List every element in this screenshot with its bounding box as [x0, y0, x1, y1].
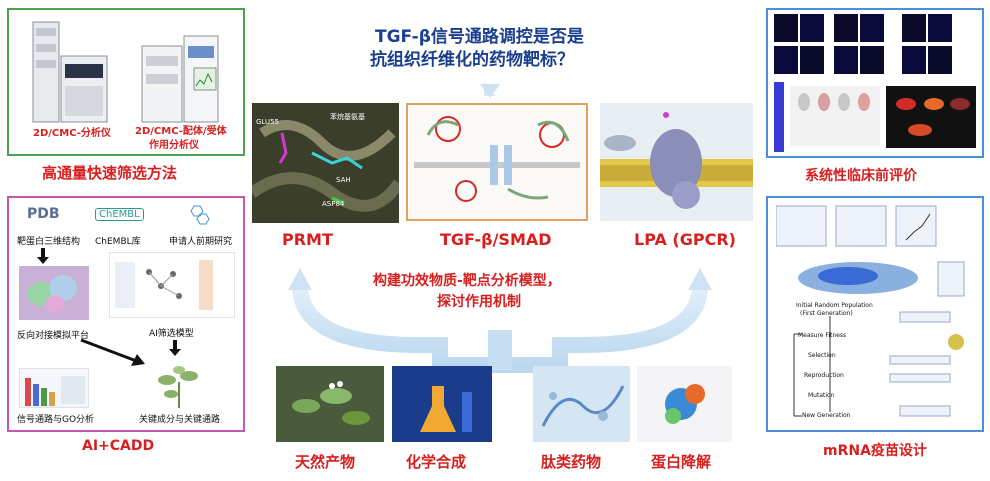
docking-label: 反向对接模拟平台 — [17, 331, 90, 341]
natural-product-image — [276, 366, 384, 442]
instrument2-label-line1: 2D/CMC-配体/受体 — [135, 126, 227, 137]
screening-caption: 高通量快速筛选方法 — [42, 164, 178, 182]
pdb-text: PDB — [27, 206, 60, 222]
protein-structure-image — [19, 266, 89, 320]
model-line1: 构建功效物质-靶点分析模型， — [373, 273, 561, 289]
mrna-caption: mRNA疫苗设计 — [823, 443, 927, 459]
key-label: 关键成分与关键通路 — [139, 415, 221, 425]
instrument1-label: 2D/CMC-分析仪 — [33, 128, 111, 139]
lpa-label: LPA (GPCR) — [634, 230, 736, 249]
workflow-diagram-image — [776, 205, 937, 247]
chembl-lib-label: ChEMBL库 — [95, 237, 141, 247]
target3d-label: 靶蛋白三维结构 — [17, 237, 81, 247]
tgf-pathway-image — [406, 103, 588, 221]
hexagon-icon — [190, 205, 210, 225]
ai-cadd-caption: AI+CADD — [82, 438, 155, 454]
ai-network-image — [109, 252, 235, 318]
arrow-down-icon-2 — [169, 340, 181, 356]
arrow-down-icon — [37, 248, 49, 264]
flow-reproduction: Reproduction — [804, 372, 844, 379]
protein-label: 蛋白降解 — [651, 453, 712, 471]
peptide-label: 肽类药物 — [541, 453, 602, 471]
go-analysis-image — [19, 368, 89, 408]
ai-cadd-panel: PDB ChEMBL 靶蛋白三维结构 ChEMBL库 申请人前期研究 反向对接模… — [7, 196, 245, 432]
prmt-comp-label: 苯烷基氨基 — [330, 113, 365, 121]
prmt-sah-label: SAH — [336, 176, 351, 184]
fluorescence-grid-image — [774, 14, 952, 74]
ga-flow-lines — [793, 311, 964, 417]
screening-panel: 2D/CMC-分析仪 2D/CMC-配体/受体 作用分析仪 — [7, 8, 245, 156]
prmt-glu-label: GLU55 — [256, 118, 280, 126]
key-pathway-image — [158, 366, 198, 408]
go-label: 信号通路与GO分析 — [17, 415, 95, 425]
imaging-image — [774, 82, 976, 152]
protein-degradation-image — [637, 366, 732, 442]
natural-label: 天然产物 — [295, 453, 356, 471]
title-line2: 抗组织纤维化的药物靶标？ — [370, 50, 574, 70]
chembl-text: ChEMBL — [99, 209, 140, 220]
peptide-image — [533, 366, 630, 442]
title-line1: TGF-β信号通路调控是否是 — [375, 27, 584, 47]
prmt-asp-label: ASP84 — [322, 200, 345, 208]
preclinical-panel — [766, 8, 984, 158]
flow-mutation: Mutation — [808, 392, 835, 399]
arrow-diagonal-icon — [80, 338, 145, 366]
instrument1-image — [32, 21, 108, 123]
lpa-gpcr-image — [600, 103, 753, 221]
flow-first: (First Generation) — [800, 310, 853, 317]
chemical-synthesis-image — [392, 366, 492, 442]
preclinical-caption: 系统性临床前评价 — [805, 168, 917, 184]
chembl-logo: ChEMBL — [95, 208, 144, 221]
prmt-label: PRMT — [282, 230, 333, 249]
pdb-logo: PDB — [27, 206, 60, 222]
chemical-label: 化学合成 — [406, 453, 467, 471]
flow-selection: Selection — [808, 352, 836, 359]
model-line2: 探讨作用机制 — [437, 294, 521, 310]
tgf-label: TGF-β/SMAD — [440, 230, 552, 249]
instrument2-label-line2: 作用分析仪 — [149, 140, 199, 151]
clinical-label: 申请人前期研究 — [169, 237, 233, 247]
ai-model-label: AI筛选模型 — [149, 329, 194, 339]
instrument2-image — [141, 35, 219, 123]
tgf-pathway-drawing — [414, 116, 580, 202]
mrna-panel: Initial Random Population (First Generat… — [766, 196, 984, 432]
umap-scatter-image — [798, 261, 965, 297]
prmt-structure-image — [252, 103, 399, 223]
flow-measure: Measure Fitness — [798, 332, 847, 339]
flow-initial: Initial Random Population — [796, 302, 873, 309]
flow-newgen: New Generation — [802, 412, 851, 419]
